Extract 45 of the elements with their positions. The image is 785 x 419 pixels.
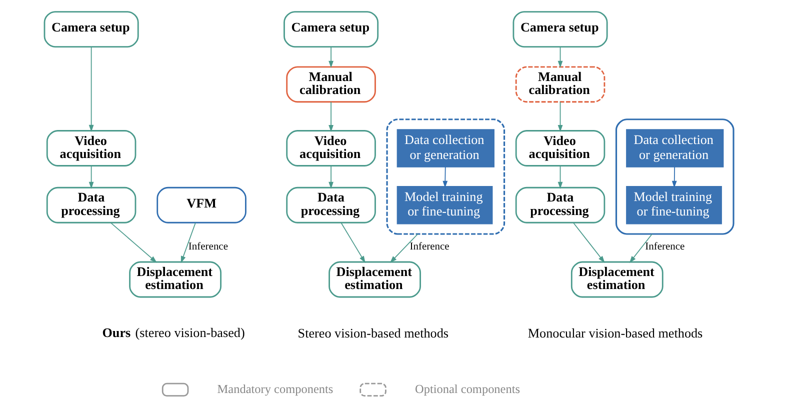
node-box: Data collection or generation <box>396 129 494 168</box>
arrow <box>88 166 94 189</box>
arrow <box>558 46 563 68</box>
arrow <box>340 222 366 263</box>
arrow <box>672 166 677 188</box>
arrow <box>442 166 448 188</box>
arrow <box>390 234 418 263</box>
legend-label: Mandatory components <box>217 382 334 396</box>
arrow <box>558 166 563 189</box>
node-box: Camera setup <box>512 11 608 48</box>
arrow <box>558 101 563 132</box>
node-box: Displacement estimation <box>570 261 664 298</box>
label: Ours (stereo vision-based) <box>102 324 245 340</box>
arrow <box>328 46 334 68</box>
node-box: Manual calibration <box>286 66 376 103</box>
arrow <box>328 101 334 132</box>
arrow <box>573 222 605 263</box>
node-box: Camera setup <box>44 11 139 48</box>
edge-label: Inference <box>410 241 450 252</box>
arrow <box>629 234 653 263</box>
arrow <box>180 222 196 264</box>
node-box: VFM <box>156 186 246 224</box>
node-box: Manual calibration <box>515 66 606 103</box>
node-box: Video acquisition <box>286 130 376 166</box>
node-box: Video acquisition <box>46 130 136 166</box>
node-box: Data processing <box>286 186 376 224</box>
label: Monocular vision-based methods <box>528 326 703 341</box>
node-box: Camera setup <box>284 11 379 48</box>
node-box: Model training or fine-tuning <box>626 186 722 224</box>
edge-label: Inference <box>188 241 228 252</box>
node-box: Data processing <box>515 186 606 224</box>
node-box: Data collection or generation <box>626 129 724 168</box>
arrow <box>110 222 157 263</box>
cluster <box>386 118 506 235</box>
node-box: Model training or fine-tuning <box>396 186 493 224</box>
node-box: Displacement estimation <box>328 261 421 298</box>
label: Stereo vision-based methods <box>298 326 449 341</box>
arrow <box>88 46 94 132</box>
arrow <box>328 166 334 189</box>
node-box: Data processing <box>46 186 136 224</box>
legend-label: Optional components <box>415 382 520 396</box>
cluster <box>615 118 734 235</box>
node-box: Displacement estimation <box>129 261 222 298</box>
edge-label: Inference <box>645 241 685 252</box>
node-box: Video acquisition <box>515 130 606 166</box>
